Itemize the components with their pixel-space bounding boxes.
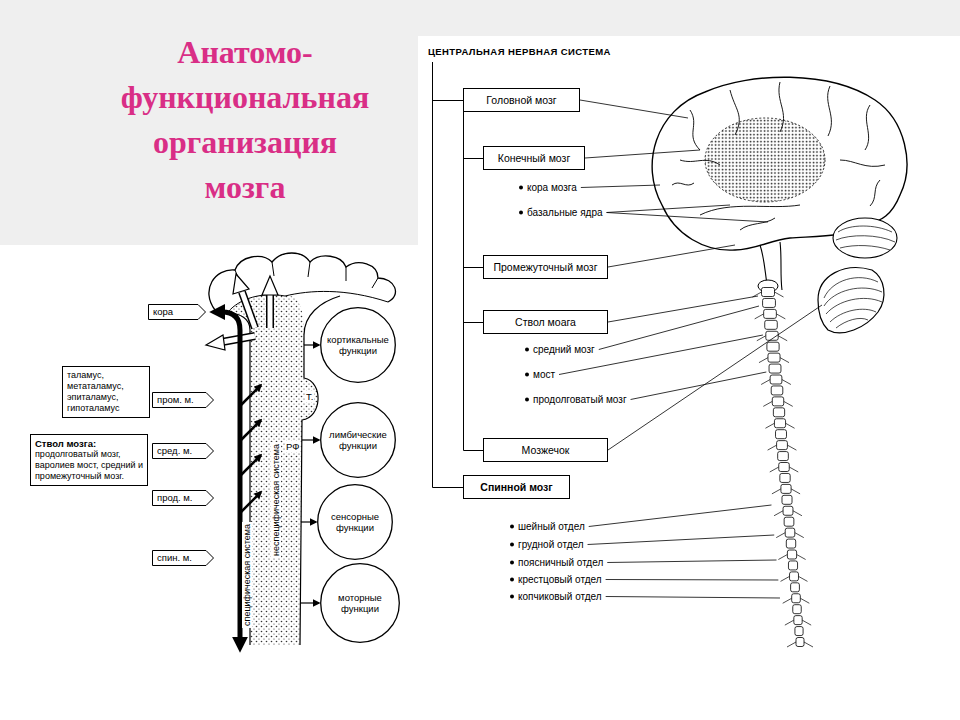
cerebellum-drawing <box>818 268 884 333</box>
part-label: базальные ядра <box>527 206 603 219</box>
node-text: моторные функции <box>328 592 392 614</box>
right-panel <box>418 36 960 720</box>
note-box: таламус, метаталамус, эпиталамус, гипота… <box>62 366 150 418</box>
node-text: Головной мозг <box>472 92 571 108</box>
outer-bracket <box>433 62 464 488</box>
level-tag: прод. м. <box>152 490 214 506</box>
function-circle: кортикальные функции <box>320 307 396 383</box>
part-box: Ствол моага <box>483 310 608 334</box>
leader-line <box>581 185 660 188</box>
node-text: прод. м. <box>157 490 193 506</box>
leader-line <box>599 306 759 350</box>
leader-lines <box>559 100 822 598</box>
part-label: копчиковый отдел <box>518 590 602 603</box>
leader-line <box>608 296 758 322</box>
leader-line <box>580 100 688 118</box>
leader-line <box>631 372 767 400</box>
level-tag: спин. м. <box>152 550 214 566</box>
level-tag: сред. м. <box>152 443 214 459</box>
function-circle: моторные функции <box>320 563 400 643</box>
leader-line <box>589 505 772 527</box>
cortex-sulci <box>235 262 378 288</box>
node-text: Ствол моага <box>492 314 599 330</box>
part-box: Промежуточный мозг <box>483 255 608 279</box>
part-label: грудной отдел <box>518 538 584 551</box>
node-text: спин. м. <box>157 550 192 566</box>
leader-line <box>588 535 775 545</box>
slide-title: Анатомо- функциональная организация мозг… <box>119 30 371 210</box>
cortex-outline <box>209 253 396 310</box>
function-arrows <box>300 345 319 603</box>
function-circle: сенсорные функции <box>317 484 393 560</box>
part-box: Мозжечок <box>483 438 608 462</box>
structure-letter: Т. <box>305 391 314 402</box>
bracket-line <box>464 112 484 268</box>
part-label: поясничный отдел <box>518 556 603 569</box>
specific-arrow <box>222 312 240 640</box>
system-label: неспецифическая система <box>271 442 281 558</box>
leader-line <box>607 205 730 213</box>
leader-line <box>608 245 735 267</box>
part-box: Головной мозг <box>463 88 580 112</box>
leader-line <box>607 213 768 223</box>
level-tag: пром. м. <box>152 392 214 408</box>
node-text: таламус, метаталамус, эпиталамус, гипота… <box>67 370 145 414</box>
bullets <box>510 186 529 599</box>
bracket-line <box>464 112 484 323</box>
node-text: Промежуточный мозг <box>492 259 599 275</box>
node-text: Ствол мозга: <box>35 438 143 449</box>
node-text: пром. м. <box>157 392 194 408</box>
node-text: лимбические функции <box>326 429 390 451</box>
node-text: сред. м. <box>157 443 192 459</box>
structure-letter: РФ <box>285 441 300 452</box>
node-text: Спинной мозг <box>472 479 561 495</box>
leader-line <box>606 597 780 599</box>
diagram-heading: ЦЕНТРАЛЬНАЯ НЕРВНАЯ СИСТЕМА <box>428 45 611 58</box>
leader-line <box>606 579 779 581</box>
part-label: мост <box>533 368 555 381</box>
function-circle: лимбические функции <box>320 402 396 478</box>
note-box: Ствол мозга:продолговатый мозг, варолиев… <box>30 434 148 486</box>
leader-line <box>585 150 700 158</box>
spinal-cord-drawing <box>753 288 814 648</box>
part-label: крестцовый отдел <box>518 573 602 586</box>
part-box: Спинной мозг <box>463 475 570 499</box>
system-label: специфическая система <box>242 522 252 628</box>
bracket-line <box>464 112 484 451</box>
leader-line <box>608 305 822 450</box>
bracket-line <box>464 112 484 159</box>
part-label: средний мозг <box>533 343 595 356</box>
part-label: шейный отдел <box>518 520 585 533</box>
level-tag: кора <box>148 304 206 320</box>
part-box: Конечный мозг <box>483 146 585 170</box>
brain-drawing <box>652 77 907 290</box>
node-text: Мозжечок <box>492 442 599 458</box>
node-text: кора <box>153 304 173 320</box>
node-text: сенсорные функции <box>323 511 387 533</box>
collateral-arrows <box>241 385 261 512</box>
leader-line <box>607 560 776 563</box>
node-text: продолговатый мозг, варолиев мост, средн… <box>35 449 143 482</box>
node-text: кортикальные функции <box>326 334 390 356</box>
part-label: кора мозга <box>527 181 577 194</box>
part-label: продолговатый мозг <box>533 393 627 406</box>
node-text: Конечный мозг <box>492 150 576 166</box>
